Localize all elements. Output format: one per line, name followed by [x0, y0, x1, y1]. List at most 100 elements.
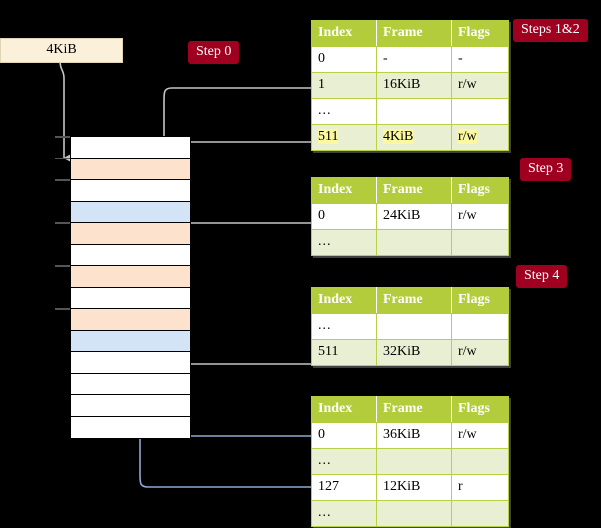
cell-value: r/w [458, 344, 477, 359]
memblock-4kib: 4KiB [0, 38, 123, 63]
cell-value: 4KiB [383, 129, 414, 144]
cell-frame: 32KiB [376, 339, 452, 366]
cell-index: 0 [311, 46, 377, 73]
cell-value: 511 [318, 129, 339, 144]
cell-value: r/w [458, 129, 477, 144]
cell-flags [451, 500, 509, 527]
memory-frame-tick [55, 265, 70, 267]
memblock-label: 4KiB [46, 42, 77, 57]
cell-value: - [383, 51, 388, 66]
memory-frame-row [70, 265, 191, 289]
cell-index: ... [311, 448, 377, 475]
memory-frame-row [70, 157, 191, 181]
cell-index: ... [311, 313, 377, 340]
cell-index: 511 [311, 124, 377, 151]
cell-index: ... [311, 500, 377, 527]
cell-frame: 16KiB [376, 72, 452, 99]
cell-flags [451, 98, 509, 125]
table-row: 0 36KiB r/w [311, 422, 509, 449]
cell-value: r/w [458, 77, 477, 92]
cell-value: 36KiB [383, 427, 421, 442]
memory-frame-row [70, 200, 191, 224]
cell-frame: - [376, 46, 452, 73]
table-row: ... [311, 229, 509, 256]
wire-step0-4kib-to-memory [59, 60, 71, 162]
memory-frame-row [70, 179, 191, 203]
column-header-index: Index [311, 20, 377, 47]
cell-value: 0 [318, 427, 325, 442]
ellipsis: ... [318, 505, 332, 520]
cell-flags: r/w [451, 124, 509, 151]
table-row: ... [311, 313, 509, 340]
memory-frame-row [70, 372, 191, 396]
memory-frame-row [70, 394, 191, 418]
column-header-frame: Frame [376, 287, 452, 314]
memory-frame-row [70, 243, 191, 267]
table-row: ... [311, 448, 509, 475]
memory-frame-tick [55, 136, 70, 138]
cell-index: ... [311, 229, 377, 256]
cell-flags: r/w [451, 422, 509, 449]
cell-index: 0 [311, 422, 377, 449]
column-header-flags: Flags [451, 20, 509, 47]
cell-value: r/w [458, 427, 477, 442]
cell-index: ... [311, 98, 377, 125]
ellipsis: ... [318, 318, 332, 333]
cell-value: 12KiB [383, 479, 421, 494]
step-badge-step-3: Step 3 [520, 158, 572, 181]
memory-frame-row [70, 351, 191, 375]
step-badge-step-0: Step 0 [188, 41, 240, 64]
column-header-index: Index [311, 396, 377, 423]
cell-flags: r/w [451, 72, 509, 99]
column-header-flags: Flags [451, 177, 509, 204]
memory-frame-row [70, 308, 191, 332]
wire-step3-to-memory [171, 222, 311, 270]
cell-flags: r [451, 474, 509, 501]
cell-frame [376, 448, 452, 475]
memory-frame-row [70, 222, 191, 246]
cell-value: - [458, 51, 463, 66]
cell-frame [376, 229, 452, 256]
cell-frame: 36KiB [376, 422, 452, 449]
cell-index: 1 [311, 72, 377, 99]
table-row: ... [311, 98, 509, 125]
cell-flags [451, 313, 509, 340]
cell-frame: 24KiB [376, 203, 452, 230]
cell-value: r/w [458, 208, 477, 223]
cell-frame: 12KiB [376, 474, 452, 501]
step-badge-steps-1-2: Steps 1&2 [513, 19, 588, 42]
table-row: 511 32KiB r/w [311, 339, 509, 366]
cell-frame: 4KiB [376, 124, 452, 151]
cell-value: 0 [318, 51, 325, 66]
cell-flags [451, 229, 509, 256]
memory-frame-tick [55, 157, 70, 160]
cell-frame [376, 98, 452, 125]
wire-memory-to-pml4-511 [171, 141, 311, 249]
column-header-flags: Flags [451, 396, 509, 423]
cell-value: 0 [318, 208, 325, 223]
cell-flags: r/w [451, 339, 509, 366]
step-badge-step-4: Step 4 [516, 265, 568, 288]
table-row: 0 - - [311, 46, 509, 73]
column-header-index: Index [311, 177, 377, 204]
table-row: 511 4KiB r/w [311, 124, 509, 151]
column-header-frame: Frame [376, 396, 452, 423]
memory-frame-row [70, 329, 191, 353]
cell-flags: r/w [451, 203, 509, 230]
cell-flags: - [451, 46, 509, 73]
ellipsis: ... [318, 453, 332, 468]
column-header-index: Index [311, 287, 377, 314]
column-header-flags: Flags [451, 287, 509, 314]
cell-value: 511 [318, 344, 339, 359]
cell-value: r [458, 479, 463, 494]
ellipsis: ... [318, 103, 332, 118]
cell-index: 511 [311, 339, 377, 366]
